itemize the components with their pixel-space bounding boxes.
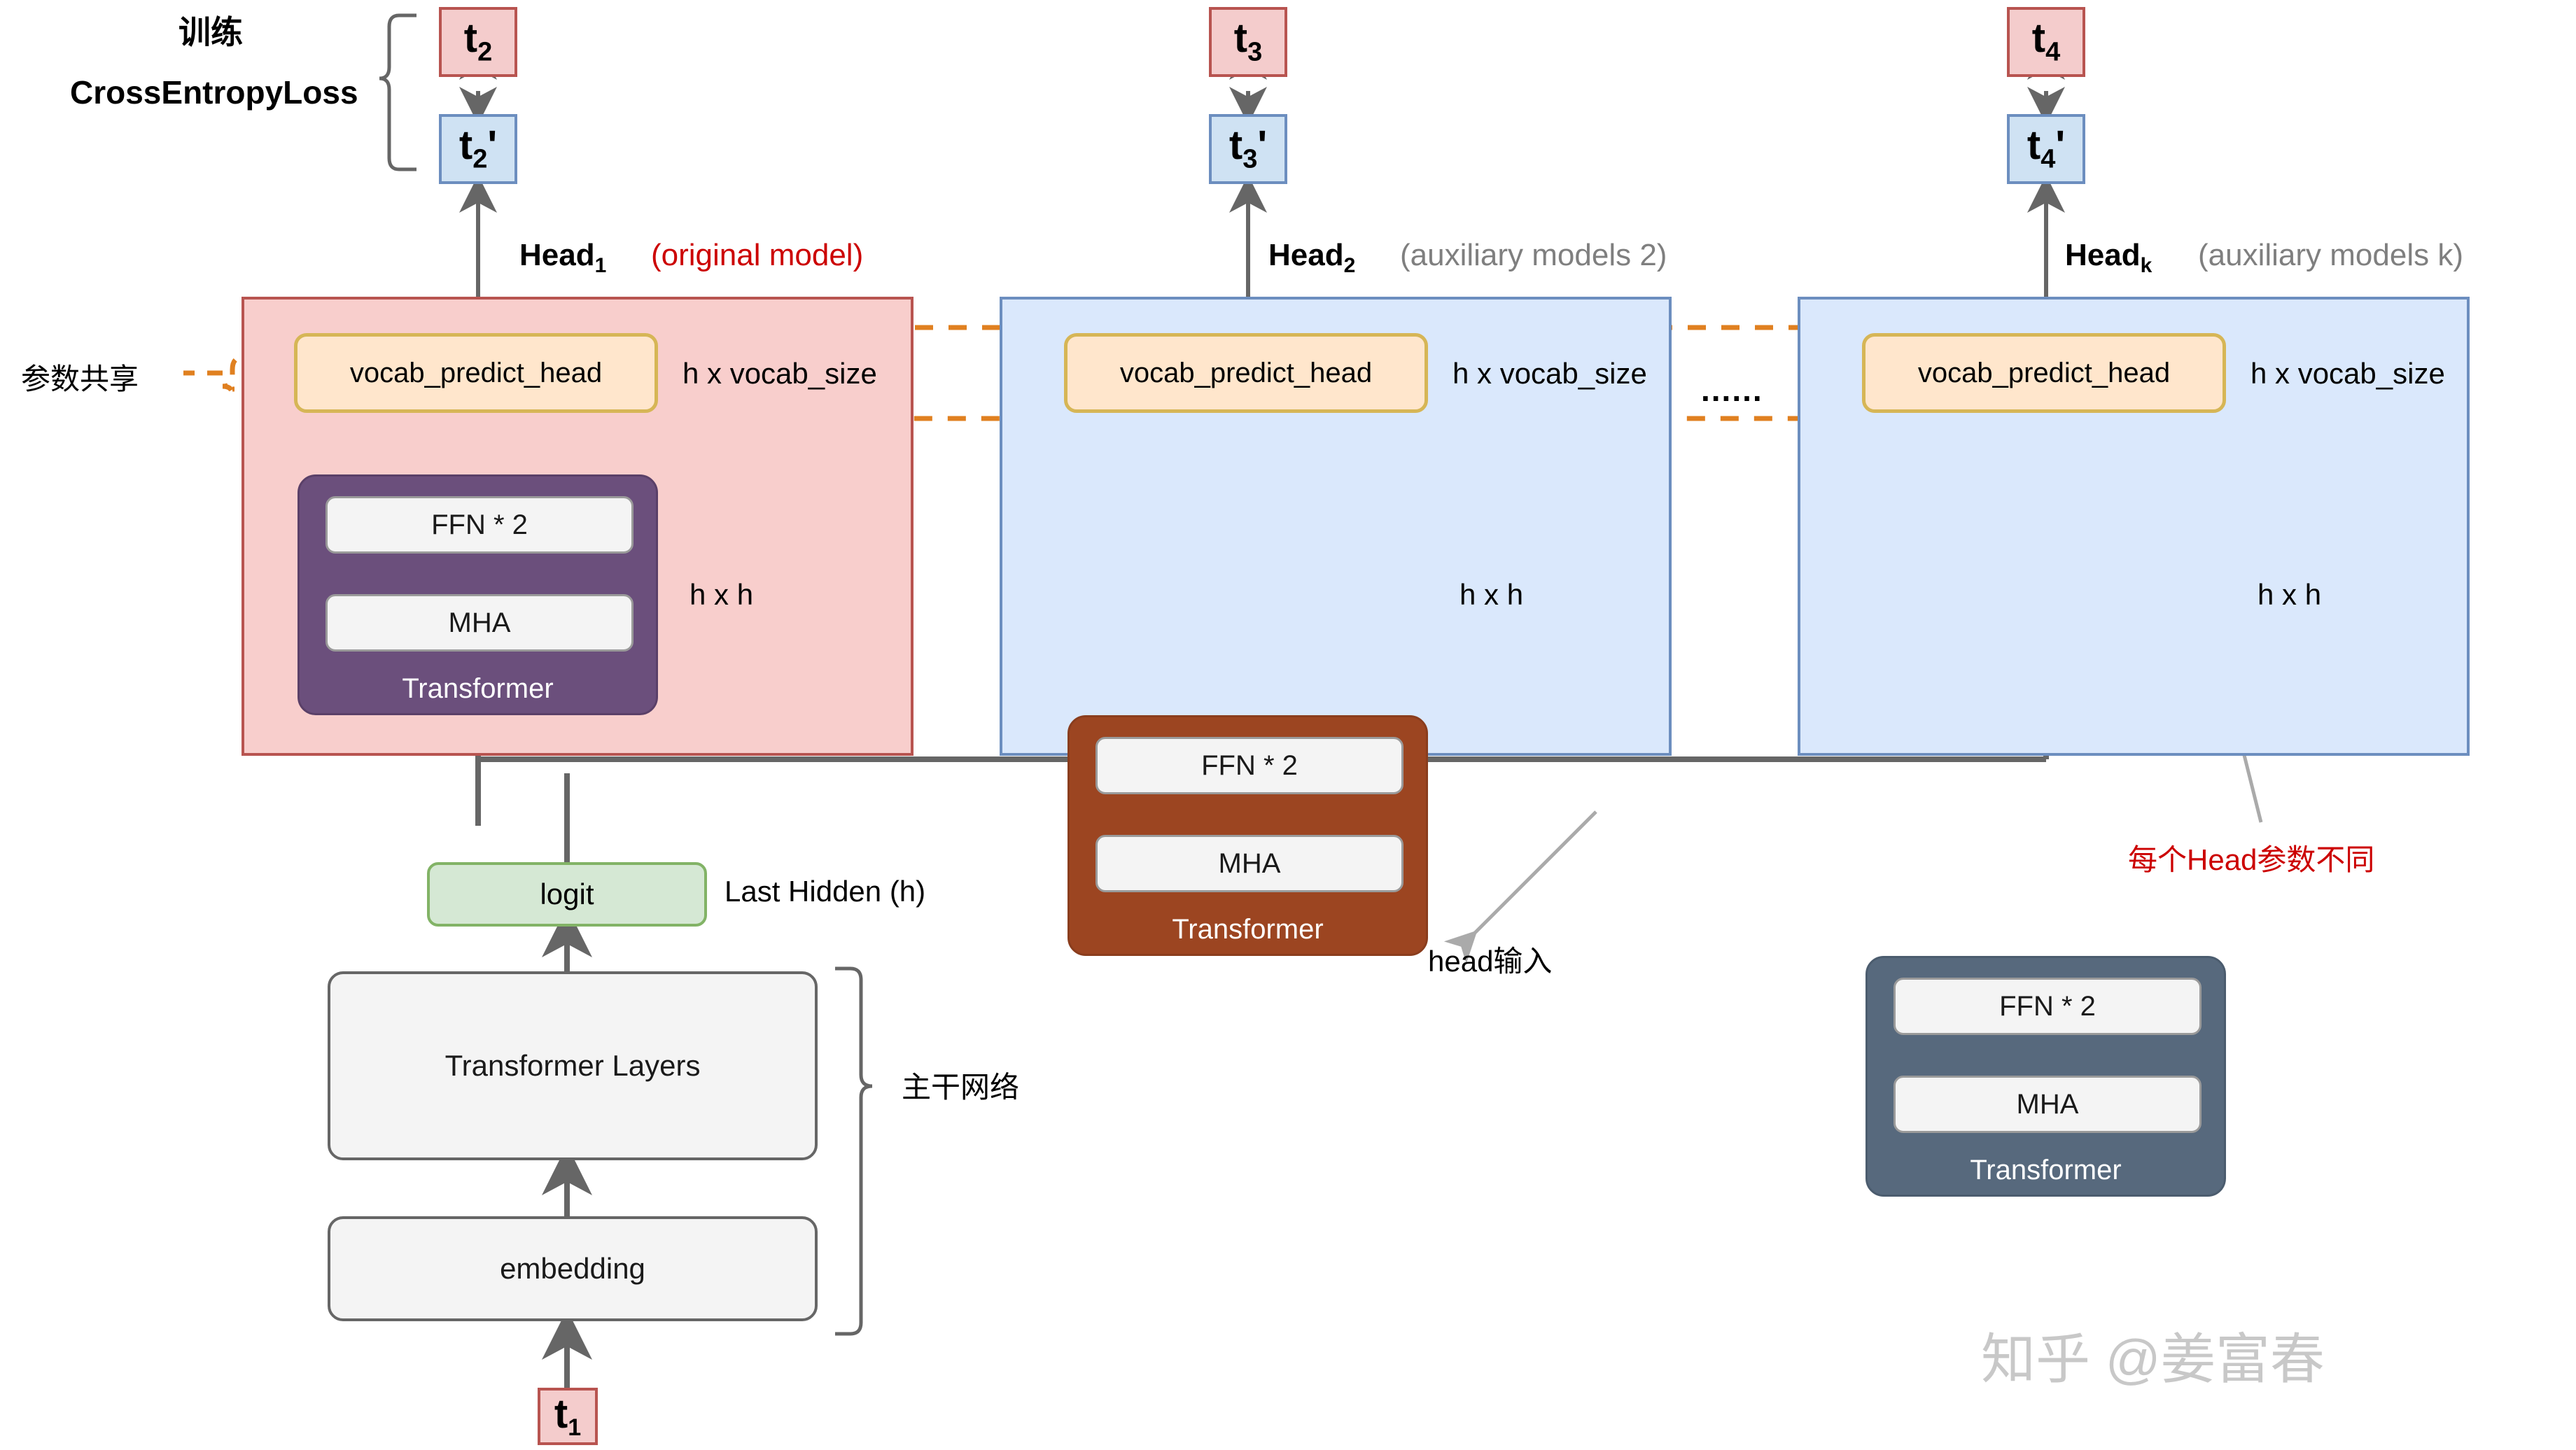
transformer-block-k: FFN * 2 MHA Transformer: [1865, 956, 2226, 1197]
param-share-label: 参数共享: [21, 362, 139, 395]
token-box-t3: t3: [1209, 7, 1287, 77]
ffn-box-2: FFN * 2: [1096, 737, 1404, 794]
head-input-label: head输入: [1428, 945, 1553, 978]
transformer-label-2: Transformer: [1172, 914, 1324, 945]
transformer-block-1: FFN * 2 MHA Transformer: [298, 474, 658, 715]
ellipsis-label: ......: [1701, 372, 1763, 408]
watermark: 知乎 @姜富春: [1981, 1328, 2325, 1390]
head-caption-k: (auxiliary models k): [2198, 238, 2463, 272]
token-box-t2: t2: [439, 7, 517, 77]
token-box-t4: t4: [2007, 7, 2085, 77]
cross-entropy-loss-label: CrossEntropyLoss: [70, 74, 358, 111]
vocab-predict-head-1[interactable]: vocab_predict_head: [294, 333, 658, 413]
head-title-2: Head2: [1268, 238, 1356, 277]
head-title-1: Head1: [519, 238, 607, 277]
vocab-dim-k: h x vocab_size: [2250, 357, 2445, 390]
head-caption-2: (auxiliary models 2): [1400, 238, 1667, 272]
token-text-t3-prime: t3': [1228, 122, 1268, 174]
token-box-t1: t1: [538, 1388, 598, 1445]
token-text-t4: t4: [2031, 15, 2061, 67]
vocab-predict-head-2[interactable]: vocab_predict_head: [1064, 333, 1428, 413]
token-text-t1: t1: [554, 1391, 582, 1441]
token-text-t3: t3: [1233, 15, 1263, 67]
transformer-block-2: FFN * 2 MHA Transformer: [1068, 715, 1428, 956]
ffn-box-k: FFN * 2: [1893, 978, 2202, 1035]
per-head-diff-label: 每个Head参数不同: [2128, 843, 2375, 876]
logit-box: logit: [427, 862, 707, 927]
mha-box-k: MHA: [1893, 1076, 2202, 1133]
transformer-dim-k: h x h: [2258, 578, 2322, 611]
token-text-t2-prime: t2': [458, 122, 498, 174]
last-hidden-label: Last Hidden (h): [724, 875, 926, 908]
transformer-dim-2: h x h: [1460, 578, 1524, 611]
mha-box-2: MHA: [1096, 835, 1404, 892]
token-text-t4-prime: t4': [2026, 122, 2066, 174]
ffn-box-1: FFN * 2: [326, 496, 634, 554]
token-text-t2: t2: [463, 15, 493, 67]
transformer-label-k: Transformer: [1970, 1155, 2122, 1185]
vocab-dim-2: h x vocab_size: [1452, 357, 1647, 390]
transformer-layers-box: Transformer Layers: [328, 971, 818, 1160]
token-box-t3-prime: t3': [1209, 114, 1287, 184]
transformer-dim-1: h x h: [690, 578, 754, 611]
vocab-predict-head-k[interactable]: vocab_predict_head: [1862, 333, 2226, 413]
head-title-k: Headk: [2065, 238, 2152, 277]
token-box-t2-prime: t2': [439, 114, 517, 184]
embedding-box: embedding: [328, 1216, 818, 1321]
mha-box-1: MHA: [326, 594, 634, 652]
transformer-label-1: Transformer: [402, 673, 554, 704]
token-box-t4-prime: t4': [2007, 114, 2085, 184]
head-caption-1: (original model): [651, 238, 864, 272]
backbone-label: 主干网络: [902, 1071, 1020, 1104]
vocab-dim-1: h x vocab_size: [682, 357, 877, 390]
train-label: 训练: [178, 14, 243, 50]
